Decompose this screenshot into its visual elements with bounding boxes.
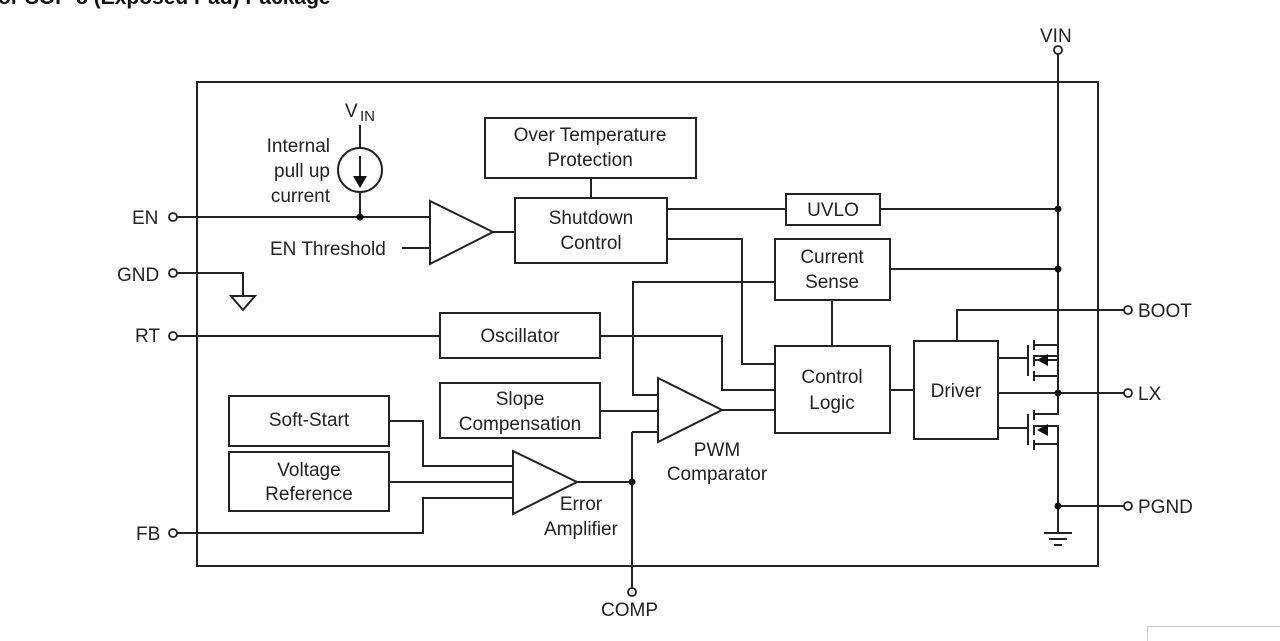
- block-current-sense: Current Sense: [774, 238, 891, 301]
- pin-vin: VIN: [1040, 26, 1072, 55]
- pin-fb: FB: [136, 524, 178, 545]
- block-label: Driver: [931, 381, 982, 402]
- block-label: Shutdown: [549, 208, 634, 229]
- pin-en: EN: [132, 208, 178, 229]
- block-label: Over Temperature: [514, 125, 667, 146]
- pin-lx: LX: [1123, 384, 1162, 405]
- block-label: Protection: [547, 150, 633, 171]
- pin-pgnd: PGND: [1123, 497, 1193, 518]
- block-shutdown-control: Shutdown Control: [514, 197, 668, 264]
- pin-vin-label: VIN: [1040, 26, 1072, 47]
- block-driver: Driver: [913, 340, 999, 440]
- block-voltage-reference: Voltage Reference: [228, 451, 390, 512]
- ea-label-1: Error: [560, 494, 603, 515]
- block-label: Slope: [496, 389, 545, 410]
- pwm-label-2: Comparator: [667, 464, 768, 485]
- pin-fb-label: FB: [136, 524, 160, 545]
- page-corner-frame: [1147, 626, 1280, 641]
- junctions: [356, 205, 1062, 510]
- block-label: Reference: [265, 484, 353, 505]
- pin-en-label: EN: [132, 208, 158, 229]
- pin-gnd-label: GND: [117, 265, 159, 286]
- en-comparator: [429, 199, 496, 266]
- ea-label-2: Amplifier: [544, 519, 619, 540]
- pullup-label-3: current: [271, 186, 331, 207]
- block-label: Control: [801, 367, 862, 388]
- pin-rt-label: RT: [135, 326, 160, 347]
- pin-boot: BOOT: [1123, 301, 1192, 322]
- page-title: or SOP-8 (Exposed Pad) Package: [0, 0, 331, 10]
- pin-rt: RT: [135, 326, 178, 347]
- chip-outline: [196, 81, 1099, 567]
- block-label: UVLO: [807, 200, 859, 221]
- block-slope-compensation: Slope Compensation: [439, 382, 601, 439]
- error-amplifier: Error Amplifier: [512, 449, 619, 540]
- block-label: Current: [800, 247, 864, 268]
- pwm-comparator: PWM Comparator: [657, 376, 768, 485]
- pullup-label-2: pull up: [274, 161, 330, 182]
- pullup-label-1: Internal: [267, 136, 330, 157]
- block-label: Oscillator: [480, 326, 560, 347]
- pin-comp-label: COMP: [601, 600, 658, 621]
- pin-gnd: GND: [117, 265, 178, 286]
- vin-sub-label: IN: [360, 108, 375, 125]
- block-label: Logic: [809, 393, 854, 414]
- block-over-temperature-protection: Over Temperature Protection: [484, 117, 697, 179]
- block-label: Voltage: [277, 460, 340, 481]
- pin-comp: COMP: [601, 587, 658, 621]
- block-label: Control: [560, 233, 621, 254]
- pwm-label-1: PWM: [694, 440, 740, 461]
- pullup-current-source: V IN Internal pull up current: [267, 101, 383, 207]
- block-control-logic: Control Logic: [774, 345, 891, 434]
- block-uvlo: UVLO: [785, 193, 881, 226]
- pin-boot-label: BOOT: [1138, 301, 1192, 322]
- block-label: Sense: [805, 272, 859, 293]
- block-label: Compensation: [459, 414, 582, 435]
- block-soft-start: Soft-Start: [228, 395, 390, 447]
- block-oscillator: Oscillator: [439, 312, 601, 359]
- en-threshold-label: EN Threshold: [270, 239, 386, 260]
- block-label: Soft-Start: [269, 410, 350, 431]
- pin-pgnd-label: PGND: [1138, 497, 1193, 518]
- pin-lx-label: LX: [1138, 384, 1162, 405]
- wires: [177, 54, 1124, 588]
- vin-label: V: [345, 101, 358, 122]
